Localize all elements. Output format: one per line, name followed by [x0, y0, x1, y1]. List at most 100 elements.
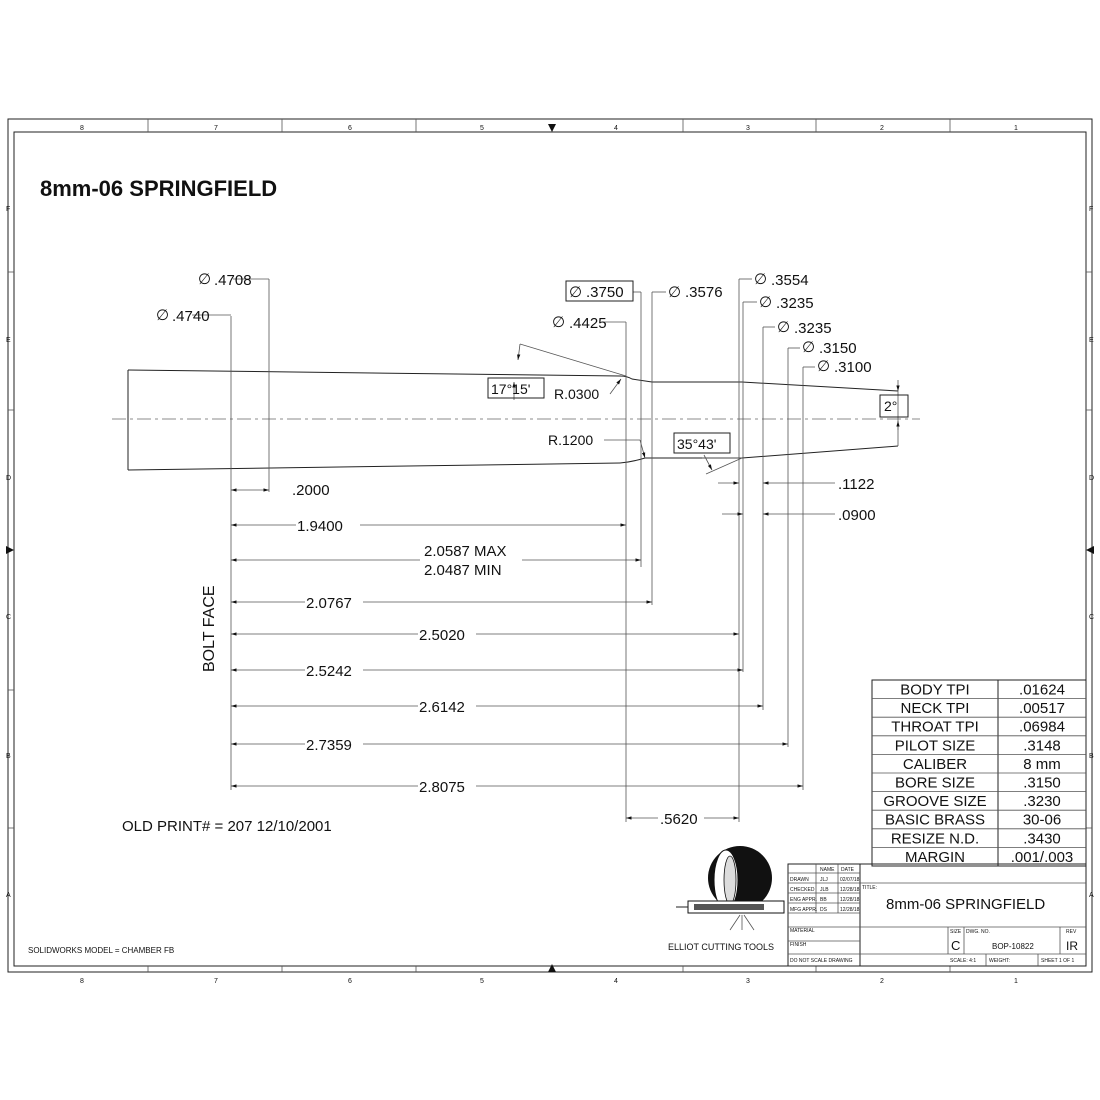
zone-top-4: 5 — [480, 125, 484, 132]
angle-top-box — [487, 377, 545, 399]
dia-3150: .3150 — [819, 340, 857, 357]
zone-labels: 8 7 6 5 4 3 2 1 8 7 6 5 4 3 2 1 F E D C … — [6, 125, 1094, 985]
tb-dwg-label: DWG. NO. — [966, 929, 990, 935]
spec-value: .001/.003 — [1011, 849, 1074, 866]
angle-17-15: 17°15' — [491, 381, 530, 397]
len-2000: .2000 — [292, 482, 330, 499]
spec-label: BODY TPI — [900, 682, 969, 699]
dia-sym-5: ∅ — [552, 314, 565, 331]
zone-side-r3: D — [1089, 475, 1094, 482]
len-2-5020: 2.5020 — [419, 627, 465, 644]
spec-value: .00517 — [1019, 700, 1065, 717]
angle-taper-box — [879, 394, 909, 418]
tb-role-3: ENG APPR. — [790, 897, 817, 903]
spec-value: 30-06 — [1023, 812, 1061, 829]
dia-3576: .3576 — [685, 284, 723, 301]
tb-title-label: TITLE: — [862, 885, 877, 891]
zone-bottom-4: 5 — [480, 978, 484, 985]
zone-side-6: A — [6, 892, 11, 899]
title-block: NAME DATE DRAWN JLJ 02/07/18 CHECKED JLB… — [787, 863, 1087, 967]
spec-value: .3148 — [1023, 737, 1061, 754]
zone-bottom-8: 1 — [1014, 978, 1018, 985]
company-name: ELLIOT CUTTING TOOLS — [668, 942, 774, 952]
zone-top-6: 3 — [746, 125, 750, 132]
elliot-logo: ELLIOT CUTTING TOOLS — [668, 846, 785, 952]
dia-3750: .3750 — [586, 284, 624, 301]
solidworks-note: SOLIDWORKS MODEL = CHAMBER FB — [28, 946, 174, 955]
zone-top-7: 2 — [880, 125, 884, 132]
spec-label: BORE SIZE — [895, 775, 975, 792]
tb-no-scale: DO NOT SCALE DRAWING — [790, 958, 853, 964]
drawing-title: 8mm-06 SPRINGFIELD — [40, 176, 277, 201]
tb-name-2: JLB — [820, 887, 829, 893]
bolt-face-label: BOLT FACE — [201, 585, 218, 672]
len-1122: .1122 — [838, 476, 874, 493]
extension-lines — [230, 279, 804, 822]
zone-bottom-1: 8 — [80, 978, 84, 985]
len-2-7359: 2.7359 — [306, 737, 352, 754]
zone-side-r5: B — [1089, 753, 1094, 760]
radius-0300: R.0300 — [554, 386, 599, 402]
zone-side-5: B — [6, 753, 11, 760]
dia-3750-box — [565, 280, 634, 302]
dia-sym-2: ∅ — [156, 307, 169, 324]
len-5620: .5620 — [660, 811, 698, 828]
dia-sym-1: ∅ — [198, 271, 211, 288]
spec-label: BASIC BRASS — [885, 812, 985, 829]
inner-border — [13, 131, 1087, 967]
spec-value: .3230 — [1023, 793, 1061, 810]
dia-3235-b: .3235 — [794, 320, 832, 337]
zone-bottom-5: 4 — [614, 978, 618, 985]
dia-4708: .4708 — [214, 272, 252, 289]
len-2-0587-max: 2.0587 MAX — [424, 543, 507, 560]
tb-material: MATERIAL — [790, 928, 815, 934]
angle-2: 2° — [884, 398, 897, 414]
radius-1200: R.1200 — [548, 432, 593, 448]
old-print-note: OLD PRINT# = 207 12/10/2001 — [122, 818, 332, 835]
spec-label: CALIBER — [903, 756, 967, 773]
dia-sym-3: ∅ — [569, 284, 582, 301]
tb-scale: SCALE: 4:1 — [950, 958, 976, 964]
spec-label: NECK TPI — [901, 700, 970, 717]
angle-35-43: 35°43' — [677, 436, 716, 452]
tb-date-2: 12/28/18 — [840, 887, 860, 893]
dia-3100: .3100 — [834, 359, 872, 376]
center-mark-bottom — [548, 964, 556, 972]
shoulder-angle-line — [519, 343, 627, 377]
tb-weight: WEIGHT: — [989, 958, 1010, 964]
len-0900: .0900 — [838, 507, 876, 524]
tb-dwg-no: BOP-10822 — [992, 942, 1034, 951]
zone-side-r1: F — [1089, 206, 1093, 213]
diameter-leaders — [192, 278, 815, 368]
spec-value: 8 mm — [1023, 756, 1061, 773]
len-2-5242: 2.5242 — [306, 663, 352, 680]
spec-label: THROAT TPI — [891, 719, 979, 736]
dia-sym-9: ∅ — [802, 339, 815, 356]
tb-title: 8mm-06 SPRINGFIELD — [886, 896, 1045, 913]
spec-label: GROOVE SIZE — [883, 793, 986, 810]
spec-label: RESIZE N.D. — [891, 830, 979, 847]
tb-rev: IR — [1066, 939, 1078, 953]
spec-value: .01624 — [1019, 682, 1065, 699]
zone-side-r2: E — [1089, 337, 1094, 344]
dia-4425: .4425 — [569, 315, 607, 332]
zone-top-3: 6 — [348, 125, 352, 132]
dia-sym-7: ∅ — [759, 294, 772, 311]
len-1-9400: 1.9400 — [297, 518, 343, 535]
spec-value: .06984 — [1019, 719, 1065, 736]
dia-sym-6: ∅ — [754, 271, 767, 288]
spec-value: .3430 — [1023, 830, 1061, 847]
zone-bottom-3: 6 — [348, 978, 352, 985]
zone-side-2: E — [6, 337, 11, 344]
tb-role-1: DRAWN — [790, 877, 809, 883]
tb-rev-label: REV — [1066, 929, 1077, 935]
tb-sheet: SHEET 1 OF 1 — [1041, 958, 1074, 964]
spec-label: MARGIN — [905, 849, 965, 866]
dia-sym-10: ∅ — [817, 358, 830, 375]
zone-ticks — [8, 119, 1092, 972]
center-mark-top — [548, 124, 556, 132]
zone-side-r6: A — [1089, 892, 1094, 899]
zone-top-2: 7 — [214, 125, 218, 132]
